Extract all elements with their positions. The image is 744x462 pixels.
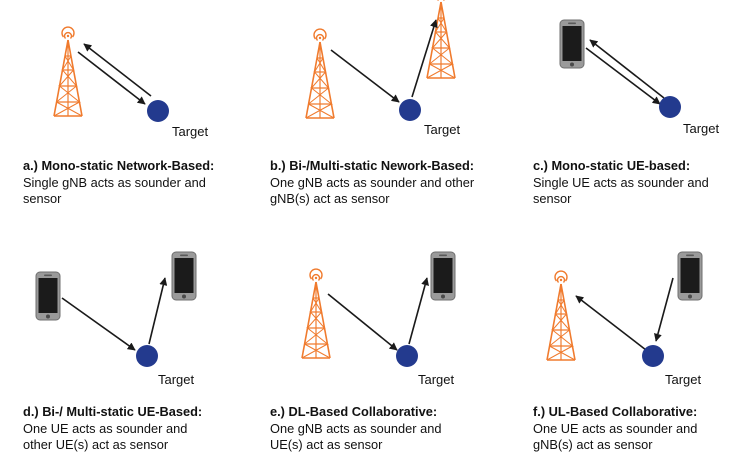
target-label: Target	[172, 124, 209, 139]
scenario-title: c.) Mono-static UE-based:	[533, 158, 691, 173]
scenario-title: e.) DL-Based Collaborative:	[270, 404, 438, 419]
arrow-icon	[654, 277, 674, 342]
target-icon	[147, 100, 169, 122]
phone-icon	[559, 19, 585, 69]
cell-tower-icon	[426, 0, 456, 79]
cell-tower-icon	[53, 26, 83, 117]
scenario-f-caption: f.) UL-Based Collaborative: One UE acts …	[533, 404, 744, 454]
arrow-icon	[585, 47, 661, 105]
arrow-icon	[589, 39, 665, 99]
target-icon	[399, 99, 421, 121]
arrow-icon	[327, 293, 398, 351]
scenario-description: One UE acts as sounder and other UE(s) a…	[23, 420, 188, 453]
scenario-description: One UE acts as sounder and gNB(s) act as…	[533, 420, 698, 453]
scenario-a-caption: a.) Mono-static Network-Based: Single gN…	[23, 158, 263, 208]
arrow-icon	[61, 297, 136, 351]
target-label: Target	[418, 372, 455, 387]
phone-icon	[35, 271, 61, 321]
scenario-a-drawing	[53, 26, 169, 122]
scenario-description: Single gNB acts as sounder and sensor	[23, 174, 206, 207]
scenario-title: f.) UL-Based Collaborative:	[533, 404, 698, 419]
scenario-b-drawing	[305, 0, 456, 121]
target-label: Target	[665, 372, 702, 387]
arrow-icon	[408, 277, 429, 345]
target-icon	[136, 345, 158, 367]
target-label: Target	[158, 372, 195, 387]
phone-icon	[430, 251, 456, 301]
target-label: Target	[683, 121, 720, 136]
scenario-title: b.) Bi-/Multi-static Nework-Based:	[270, 158, 475, 173]
scenario-title: a.) Mono-static Network-Based:	[23, 158, 215, 173]
scenario-e-caption: e.) DL-Based Collaborative: One gNB acts…	[270, 404, 510, 454]
scenario-description: Single UE acts as sounder and sensor	[533, 174, 709, 207]
scenario-d-drawing	[35, 251, 197, 367]
target-icon	[396, 345, 418, 367]
scenario-d-caption: d.) Bi-/ Multi-static UE-Based: One UE a…	[23, 404, 263, 454]
target-label: Target	[424, 122, 461, 137]
scenario-description: One gNB acts as sounder and UE(s) act as…	[270, 420, 442, 453]
scenario-c-caption: c.) Mono-static UE-based: Single UE acts…	[533, 158, 744, 208]
arrow-icon	[575, 295, 647, 351]
target-icon	[642, 345, 664, 367]
phone-icon	[677, 251, 703, 301]
arrow-icon	[148, 277, 168, 345]
scenario-c-drawing	[559, 19, 681, 118]
arrow-icon	[330, 49, 400, 103]
phone-icon	[171, 251, 197, 301]
target-icon	[659, 96, 681, 118]
cell-tower-icon	[305, 28, 335, 119]
scenario-e-drawing	[301, 251, 456, 367]
cell-tower-icon	[301, 268, 331, 359]
arrow-icon	[411, 19, 438, 98]
scenario-description: One gNB acts as sounder and other gNB(s)…	[270, 174, 475, 207]
scenario-b-caption: b.) Bi-/Multi-static Nework-Based: One g…	[270, 158, 510, 208]
scenario-title: d.) Bi-/ Multi-static UE-Based:	[23, 404, 203, 419]
scenario-f-drawing	[546, 251, 703, 367]
arrow-icon	[77, 51, 146, 105]
arrow-icon	[83, 43, 152, 97]
cell-tower-icon	[546, 270, 576, 361]
